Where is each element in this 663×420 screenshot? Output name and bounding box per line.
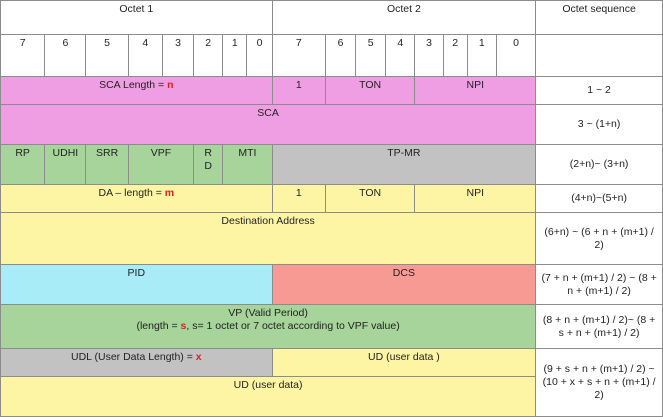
bit-label: 5 bbox=[355, 34, 387, 77]
bit-label: 2 bbox=[442, 34, 468, 77]
bit-label: 1 bbox=[466, 34, 497, 77]
bit-label: 4 bbox=[385, 34, 416, 77]
dcs-cell: DCS bbox=[271, 264, 537, 305]
da-npi-cell: NPI bbox=[414, 184, 537, 213]
sca-length-cell: SCA Length = n bbox=[0, 76, 273, 105]
bit-label: 2 bbox=[193, 34, 224, 77]
bit-label: 0 bbox=[495, 34, 537, 77]
srr-cell: SRR bbox=[85, 144, 129, 185]
octet2-header: Octet 2 bbox=[271, 0, 537, 35]
octet-sequence-header: Octet sequence bbox=[535, 0, 663, 35]
mti-cell: MTI bbox=[222, 144, 273, 185]
sca-ton-cell: TON bbox=[324, 76, 416, 105]
vp-detail: (length = s, s= 1 octet or 7 octet accor… bbox=[4, 320, 532, 333]
sequence-cell: (8 + n + (m+1) / 2)~ (8 + s + n + (m+1) … bbox=[535, 304, 663, 349]
sequence-cell: (6+n) ~ (6 + n + (m+1) / 2) bbox=[535, 212, 663, 265]
sequence-cell: (7 + n + (m+1) / 2) ~ (8 + n + (m+1) / 2… bbox=[535, 264, 663, 305]
udl-var: x bbox=[195, 351, 202, 363]
bit-label: 3 bbox=[414, 34, 444, 77]
sca-bit-cell: 1 bbox=[271, 76, 326, 105]
pid-cell: PID bbox=[0, 264, 273, 305]
vp-title: VP (Valid Period) bbox=[228, 307, 308, 319]
da-bit-cell: 1 bbox=[271, 184, 326, 213]
vp-post: , s= 1 octet or 7 octet according to VPF… bbox=[186, 320, 400, 332]
sequence-cell: (9 + s + n + (m+1) / 2) ~(10 + x + s + n… bbox=[535, 348, 663, 417]
ud-cell: UD (user data) bbox=[0, 376, 537, 417]
sca-npi-cell: NPI bbox=[414, 76, 537, 105]
sequence-cell: (2+n)~ (3+n) bbox=[535, 144, 663, 185]
udhi-cell: UDHI bbox=[44, 144, 87, 185]
sequence-cell: 1 ~ 2 bbox=[535, 76, 663, 105]
sca-length-var: n bbox=[167, 79, 174, 91]
bit-label: 1 bbox=[222, 34, 248, 77]
sequence-cell: 3 ~ (1+n) bbox=[535, 104, 663, 145]
bit-label: 6 bbox=[44, 34, 87, 77]
bit-label: 0 bbox=[246, 34, 273, 77]
sca-length-label: SCA Length = bbox=[99, 79, 168, 91]
sequence-cell: (4+n)~(5+n) bbox=[535, 184, 663, 213]
rp-cell: RP bbox=[0, 144, 46, 185]
udl-cell: UDL (User Data Length) = x bbox=[0, 348, 273, 377]
bit-label: 7 bbox=[271, 34, 326, 77]
udl-label: UDL (User Data Length) = bbox=[70, 351, 196, 363]
bit-label: 7 bbox=[0, 34, 46, 77]
sca-cell: SCA bbox=[0, 104, 537, 145]
da-length-label: DA – length = bbox=[98, 187, 165, 199]
bit-label: 4 bbox=[127, 34, 163, 77]
da-ton-cell: TON bbox=[324, 184, 416, 213]
da-length-cell: DA – length = m bbox=[0, 184, 273, 213]
vp-var: s bbox=[180, 320, 187, 332]
rd-cell: R D bbox=[193, 144, 224, 185]
ud-partial-cell: UD (user data ) bbox=[271, 348, 537, 377]
vp-pre: (length = bbox=[136, 320, 181, 332]
vpf-cell: VPF bbox=[127, 144, 195, 185]
octet1-header: Octet 1 bbox=[0, 0, 273, 35]
sequence-empty bbox=[535, 34, 663, 77]
vp-cell: VP (Valid Period) (length = s, s= 1 octe… bbox=[0, 304, 537, 349]
da-length-var: m bbox=[164, 187, 175, 199]
bit-label: 5 bbox=[85, 34, 129, 77]
bit-label: 6 bbox=[324, 34, 357, 77]
destination-address-cell: Destination Address bbox=[0, 212, 537, 265]
bit-label: 3 bbox=[161, 34, 195, 77]
tp-mr-cell: TP-MR bbox=[271, 144, 537, 185]
